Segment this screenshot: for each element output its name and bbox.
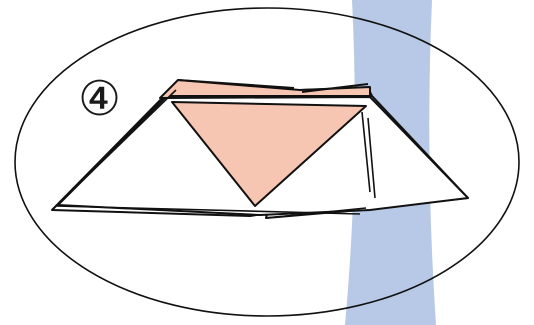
step-number-label: ④ xyxy=(78,71,121,127)
